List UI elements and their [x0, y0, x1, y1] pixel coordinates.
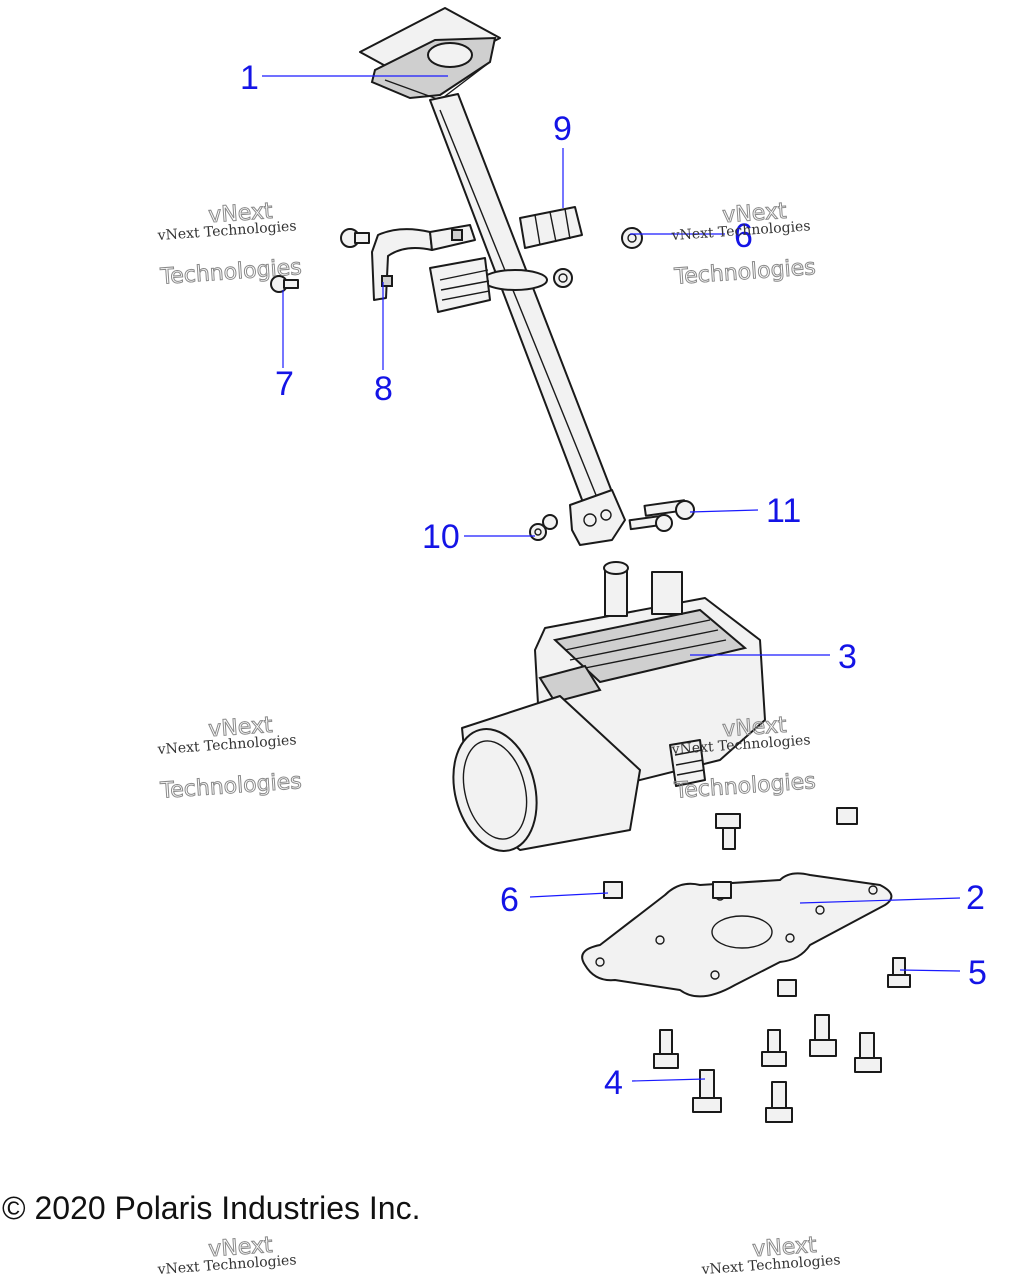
callout-4: 4: [604, 1064, 623, 1102]
svg-text:Technologies: Technologies: [159, 769, 303, 804]
callout-7: 7: [275, 365, 294, 403]
watermark-upper-left: vNext Technologies vNext Technologies: [156, 198, 303, 290]
callout-3: 3: [838, 638, 857, 676]
callout-9: 9: [553, 110, 572, 148]
callout-6-upper: 6: [734, 217, 753, 255]
part-mounting-plate: [581, 872, 893, 998]
svg-text:vNext: vNext: [722, 199, 788, 228]
svg-text:vNext: vNext: [208, 1233, 274, 1262]
copyright-notice: © 2020 Polaris Industries Inc.: [2, 1190, 421, 1226]
part-upper-fasteners: [270, 227, 643, 541]
callout-11: 11: [766, 492, 801, 530]
callout-1: 1: [240, 59, 259, 97]
leader-lines: [262, 75, 961, 1082]
callout-2: 2: [966, 879, 985, 917]
watermark-bottom-right: vNext Technologies vNext: [700, 1232, 841, 1278]
svg-text:vNext: vNext: [208, 199, 274, 228]
svg-text:vNext: vNext: [208, 713, 274, 742]
svg-text:vNext: vNext: [752, 1233, 818, 1262]
callout-8: 8: [374, 370, 393, 408]
callout-5: 5: [968, 954, 987, 992]
svg-text:Technologies: Technologies: [673, 255, 817, 290]
svg-text:vNext: vNext: [722, 713, 788, 742]
watermark-middle-left: vNext Technologies vNext Technologies: [156, 712, 303, 804]
callout-6-lower: 6: [500, 881, 519, 919]
part-clamp-bracket: [371, 224, 476, 301]
part-power-steering-unit: [452, 561, 766, 852]
part-steering-column: [359, 7, 626, 546]
callout-labels: 1 2 3 4 5 6 6 7 8 9 10 11: [240, 59, 987, 1102]
callout-10: 10: [422, 518, 460, 556]
part-pinch-bolts: [628, 499, 695, 532]
part-grommets: [429, 206, 583, 313]
part-lower-fasteners: [603, 807, 911, 1123]
watermark-bottom-left: vNext Technologies vNext: [156, 1232, 297, 1278]
